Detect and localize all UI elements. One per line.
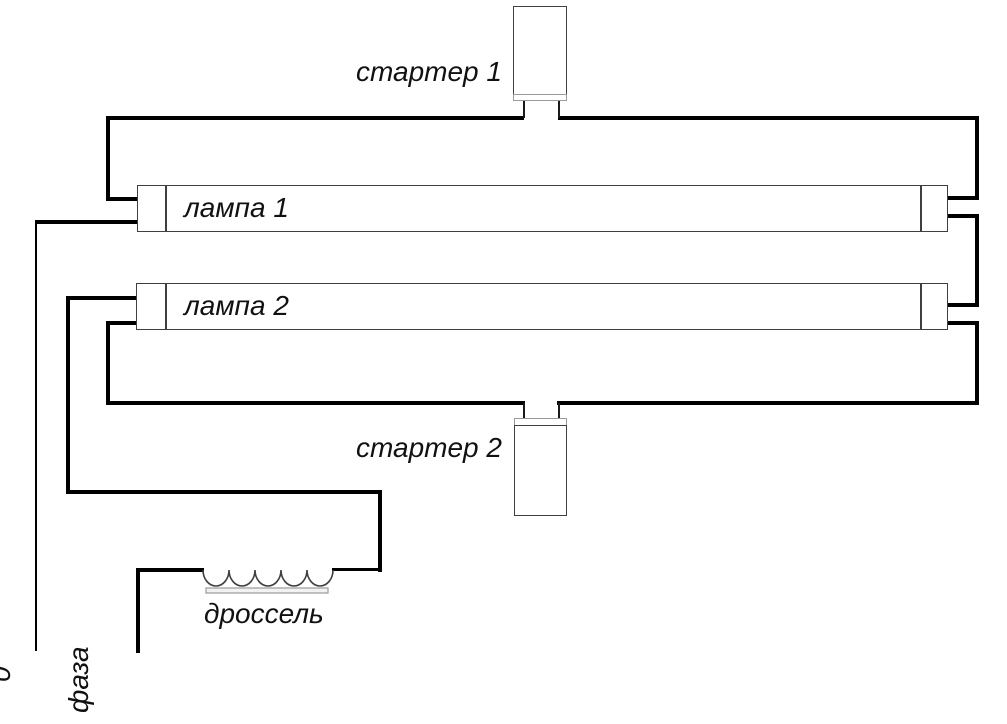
lamp-1-right-cap-divider	[920, 186, 922, 231]
wire-choke-lead-left	[138, 568, 204, 572]
starter-1-left-leg	[523, 100, 525, 118]
starter-2-body	[514, 425, 567, 516]
choke-label: дроссель	[204, 598, 324, 629]
neutral-label: 0	[0, 666, 16, 682]
wire-choke-lead-right	[332, 568, 380, 571]
choke-coil-humps	[202, 569, 334, 587]
wire-top-bus-right	[558, 116, 979, 120]
wire-left-vertical-lamp2-bottom	[106, 321, 110, 405]
wire-left-vertical-lamp1-top	[106, 116, 110, 201]
wire-right-vertical-middle	[975, 214, 979, 307]
starter-2-right-leg	[558, 403, 560, 420]
lamp-2-left-cap-divider	[165, 284, 167, 329]
starter-1-label: стартер 1	[356, 56, 502, 87]
choke-core-bar	[205, 587, 329, 594]
wire-phase-vertical	[136, 568, 140, 653]
lamp-2: лампа 2	[136, 283, 948, 330]
lamp-1-left-cap-divider	[165, 186, 167, 231]
starter-1-body	[513, 6, 567, 96]
lamp-1: лампа 1	[137, 185, 948, 232]
wire-bottom-bus-right	[557, 401, 979, 405]
wire-top-bus-left	[106, 116, 524, 120]
wire-lamp2-pin-top-right	[946, 303, 979, 307]
wire-lamp2-pin-bottom-left	[106, 321, 138, 325]
lamp-2-right-cap-divider	[920, 284, 922, 329]
starter-1-right-leg	[558, 100, 560, 118]
wire-lamp2-pin-bottom-right	[946, 321, 979, 325]
lamp-1-label: лампа 1	[184, 192, 289, 223]
wire-lamp1-pin-top-right	[946, 196, 979, 200]
wire-right-vertical-bottom	[975, 321, 979, 405]
wire-lamp2-pin-top-left	[66, 296, 138, 300]
wire-lamp1-pin-top-left	[106, 197, 139, 201]
wire-right-vertical-top	[975, 116, 979, 200]
starter-2-label: стартер 2	[356, 432, 502, 463]
wire-neutral-vertical	[35, 220, 37, 651]
wire-choke-feed-horizontal	[66, 490, 382, 494]
wire-lamp2-top-to-choke-vertical	[66, 296, 70, 494]
choke-coil-symbol	[202, 569, 334, 594]
wire-bottom-bus-left	[106, 401, 525, 405]
starter-2-left-leg	[523, 403, 525, 420]
lamp-2-label: лампа 2	[184, 290, 289, 321]
starter-1-cap-strip	[513, 94, 567, 101]
wire-lamp1-pin-bottom-left	[35, 220, 139, 224]
wire-choke-feed-vertical	[378, 490, 382, 572]
wire-lamp1-pin-bottom-right	[946, 214, 979, 218]
phase-label: фаза	[63, 646, 94, 713]
